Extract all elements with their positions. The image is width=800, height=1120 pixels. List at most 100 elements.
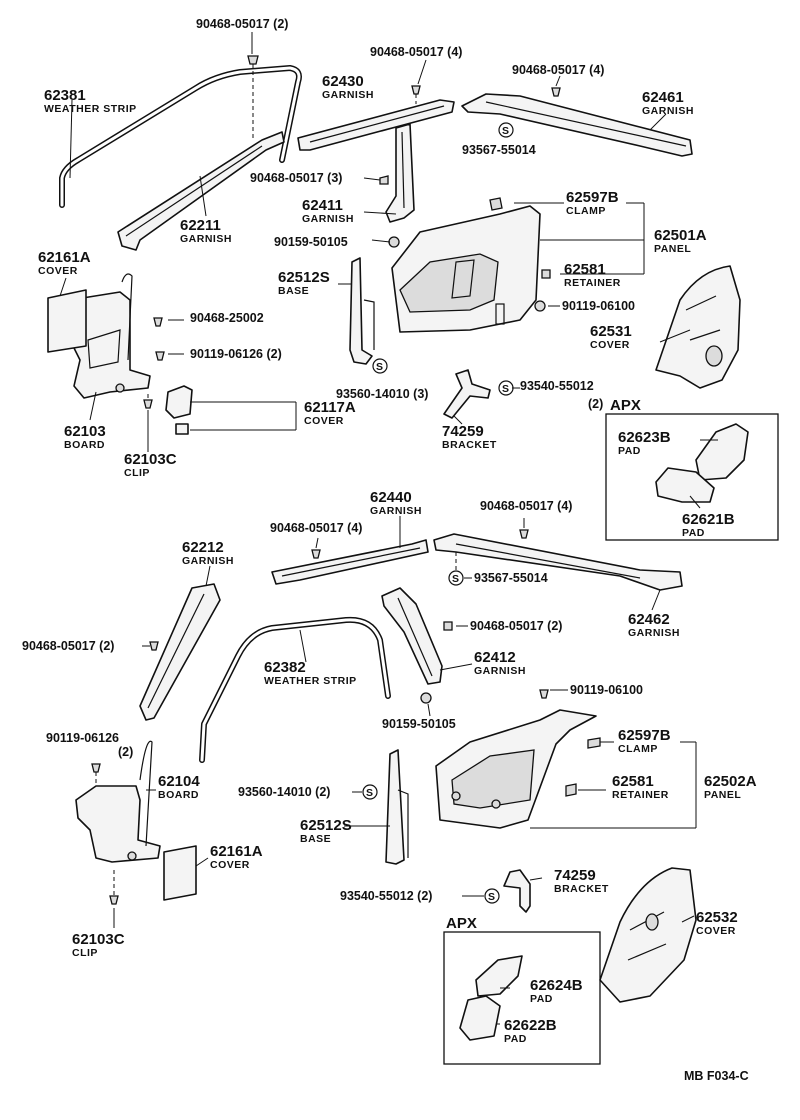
label-62104: 62104 (158, 773, 200, 790)
weather-strip-62381 (59, 65, 302, 208)
label-retainer-a: RETAINER (564, 277, 621, 289)
apx-box-a (605, 413, 779, 541)
leader-lines-bottom (113, 516, 697, 1025)
svg-text:S: S (452, 573, 460, 585)
label-90159-50105-a: 90159-50105 (274, 235, 348, 249)
bracket-74259-b (503, 869, 531, 913)
label-62532: 62532 (696, 909, 738, 926)
label-62382-name: WEATHER STRIP (264, 675, 357, 687)
board-62104 (75, 740, 161, 863)
label-62624B: 62624B (530, 977, 583, 994)
label-90468-25002: 90468-25002 (190, 311, 264, 325)
label-62161A-a: 62161A (38, 249, 91, 266)
weather-strip-62382 (199, 616, 391, 763)
label-90119-06126-b-qty: (2) (118, 745, 133, 759)
label-74259-a: 74259 (442, 423, 484, 440)
clip-top-fastener (247, 55, 259, 140)
label-base-b: BASE (300, 833, 331, 845)
label-62461-name: GARNISH (642, 105, 694, 117)
label-62623B: 62623B (618, 429, 671, 446)
label-62211-name: GARNISH (180, 233, 232, 245)
labels-top: 90468-05017 (2) 90468-05017 (4) 90468-05… (38, 17, 735, 539)
label-retainer-b: RETAINER (612, 789, 669, 801)
label-93567-55014-b: 93567-55014 (474, 571, 548, 585)
s-symbol-93567-b (448, 570, 464, 586)
cover-62532 (599, 867, 697, 1003)
label-62581-b: 62581 (612, 773, 654, 790)
label-62462-name: GARNISH (628, 627, 680, 639)
screw-90159-b (420, 692, 432, 704)
label-62621B: 62621B (682, 511, 735, 528)
bracket-74259-a (443, 369, 491, 419)
label-pad-622: PAD (504, 1033, 527, 1045)
label-62597B-a: 62597B (566, 189, 619, 206)
label-bracket-b: BRACKET (554, 883, 609, 895)
label-93540-55012-b: 93540-55012 (2) (340, 889, 432, 903)
garnish-62211 (117, 131, 285, 251)
cover-62161A-a (47, 289, 87, 353)
apx-box-b (443, 931, 601, 1065)
label-62597B-b: 62597B (618, 727, 671, 744)
label-62501A: 62501A (654, 227, 707, 244)
label-base-a: BASE (278, 285, 309, 297)
label-74259-b: 74259 (554, 867, 596, 884)
pad-62624B (475, 955, 523, 997)
label-90468-05017-4-b: 90468-05017 (4) (512, 63, 604, 77)
pad-62622B (459, 995, 501, 1041)
label-90119-06126-a: 90119-06126 (2) (190, 347, 282, 361)
label-62161A-b: 62161A (210, 843, 263, 860)
clip-62103C-b (109, 895, 119, 905)
panel-62502A (435, 689, 601, 829)
svg-text:S: S (502, 125, 510, 137)
label-62103C-a: 62103C (124, 451, 177, 468)
label-62581-a: 62581 (564, 261, 606, 278)
label-62411: 62411 (302, 197, 343, 214)
screw-90159-a (388, 236, 400, 248)
label-62512S-a: 62512S (278, 269, 330, 286)
label-62531: 62531 (590, 323, 632, 340)
label-62103C-b: 62103C (72, 931, 125, 948)
svg-text:S: S (366, 787, 374, 799)
svg-text:S: S (376, 361, 384, 373)
label-bracket-a: BRACKET (442, 439, 497, 451)
label-62381-name: WEATHER STRIP (44, 103, 137, 115)
base-62512S-a (349, 257, 373, 365)
label-90119-06100-b: 90119-06100 (570, 683, 643, 697)
label-62531-name: COVER (590, 339, 630, 351)
garnish-62411 (385, 123, 415, 223)
label-cover-a: COVER (38, 265, 78, 277)
label-panel-b: PANEL (704, 789, 741, 801)
label-62532-name: COVER (696, 925, 736, 937)
label-90468-05017-2-left: 90468-05017 (2) (22, 639, 114, 653)
base-62512S-b (385, 749, 405, 865)
label-93560-14010-3: 93560-14010 (3) (336, 387, 428, 401)
board-62103 (69, 273, 151, 399)
garnish-62212 (139, 583, 221, 721)
label-62381: 62381 (44, 87, 86, 104)
garnish-62462 (433, 533, 683, 591)
label-90468-05017-3: 90468-05017 (3) (250, 171, 342, 185)
label-clip-a: CLIP (124, 467, 150, 479)
label-62412-name: GARNISH (474, 665, 526, 677)
label-62103: 62103 (64, 423, 106, 440)
cover-62531 (655, 265, 741, 389)
footer-code: MB F034-C (684, 1069, 749, 1083)
label-62461: 62461 (642, 89, 684, 106)
label-90119-06126-b: 90119-06126 (46, 731, 119, 745)
label-90468-05017-4-a: 90468-05017 (4) (370, 45, 462, 59)
label-62104-name: BOARD (158, 789, 199, 801)
label-90468-05017-4-c: 90468-05017 (4) (270, 521, 362, 535)
label-pad-624: PAD (530, 993, 553, 1005)
garnish-62412 (381, 587, 443, 685)
garnish-62430 (297, 99, 455, 151)
labels-bottom: 62440 GARNISH 90468-05017 (4) 90468-0501… (22, 489, 757, 1083)
label-93567-55014-a: 93567-55014 (462, 143, 536, 157)
label-90468-05017-2-top: 90468-05017 (2) (196, 17, 288, 31)
label-62411-name: GARNISH (302, 213, 354, 225)
label-93560-14010-2: 93560-14010 (2) (238, 785, 330, 799)
label-cover-b: COVER (210, 859, 250, 871)
leader-lines-top (59, 32, 718, 509)
label-pad-621: PAD (682, 527, 705, 539)
label-93540-55012-a: 93540-55012 (520, 379, 594, 393)
